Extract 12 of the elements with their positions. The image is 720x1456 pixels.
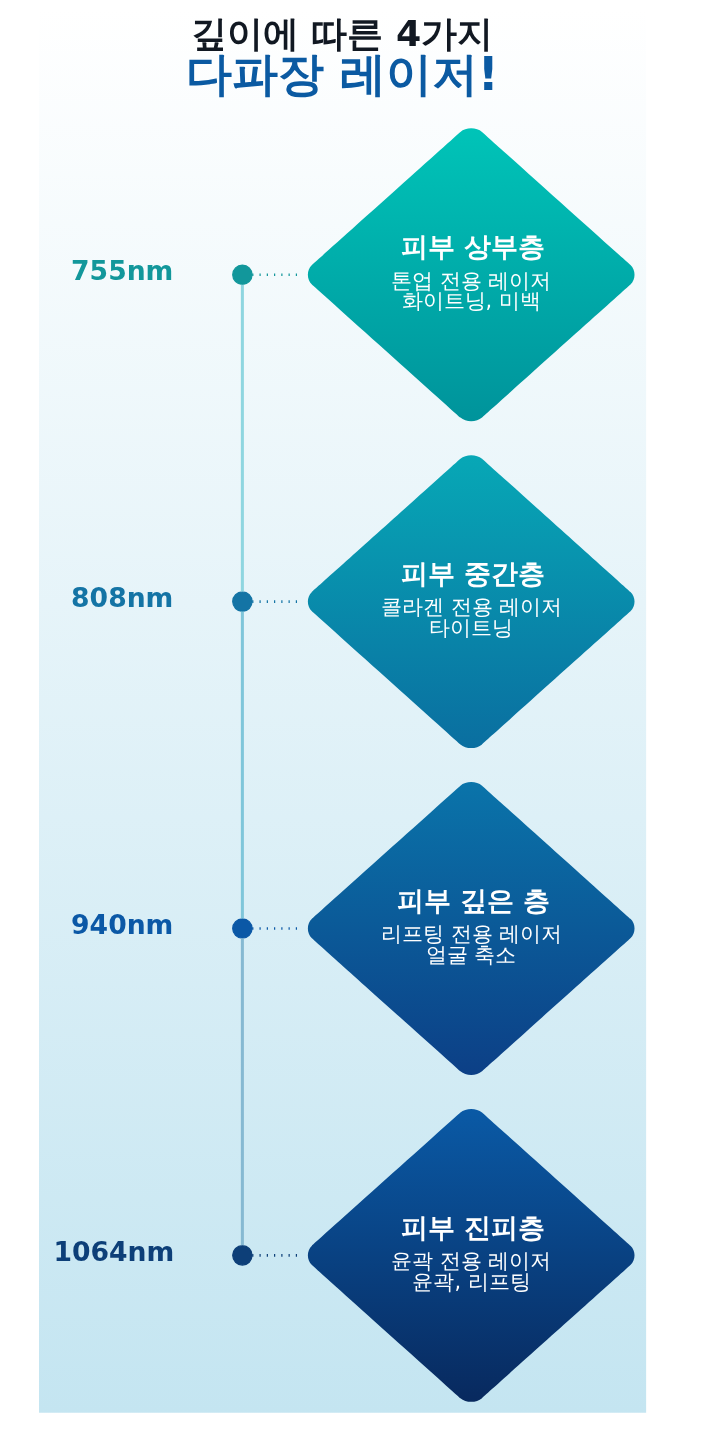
node-label: 755nm [71,255,174,287]
connector [240,611,244,919]
node-circle [232,918,253,939]
connector [240,284,244,592]
node-circle [232,264,253,286]
node-label: 940nm [71,909,174,941]
diagram-title: 깊이에 따른 4가지 다파장 레이저! [185,11,499,101]
node-label: 808nm [71,582,174,614]
node-circle [232,591,253,612]
connector [240,938,244,1246]
node-label: 1064nm [53,1235,175,1267]
node-circle [232,1245,253,1266]
